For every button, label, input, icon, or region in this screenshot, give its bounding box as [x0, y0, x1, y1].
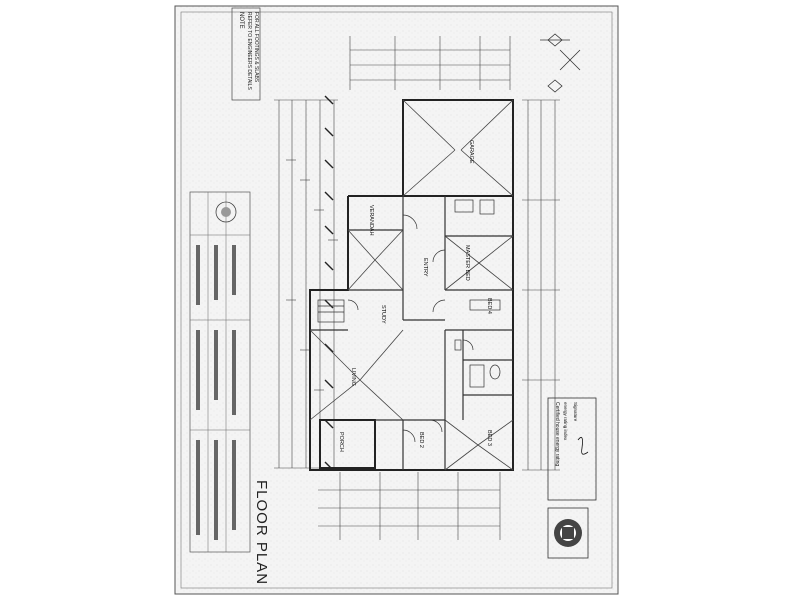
room-bed-4: BED 4 [486, 298, 492, 314]
room-labels: GARAGE MASTER BED VERANDAH ENTRY STUDY L… [338, 140, 492, 452]
note-line-3: FOR ALL FOOTINGS & SLABS [253, 12, 259, 83]
signature-scribble [577, 436, 589, 455]
note-line-2: REFER TO ENGINEERS DETAILS [246, 12, 252, 90]
dimension-lines-right [522, 99, 560, 471]
north-arrow-icon [540, 33, 581, 93]
room-porch: PORCH [338, 432, 344, 452]
dimension-lines-bottom [318, 472, 501, 540]
door-swings [347, 214, 474, 443]
fixtures [317, 199, 501, 388]
room-living: LIVING [350, 368, 356, 386]
room-verandah: VERANDAH [368, 205, 374, 236]
energy-line-3: Signature [573, 402, 578, 422]
room-master-bed: MASTER BED [464, 245, 470, 281]
room-entry: ENTRY [422, 258, 428, 277]
dimension-lines-left [274, 99, 338, 469]
energy-line-1: Certified house energy rating [554, 402, 560, 466]
interior-walls [310, 196, 513, 470]
energy-rating-box: Certified house energy rating energy rat… [547, 397, 597, 559]
roof-hip-lines [309, 99, 514, 471]
drawing-sheet-border [174, 5, 619, 595]
logo-seal-icon [215, 201, 237, 223]
title-block [189, 191, 251, 553]
page-title: FLOOR PLAN [253, 480, 270, 585]
room-study: STUDY [380, 305, 386, 324]
note-line-1: NOTE [238, 12, 244, 29]
room-garage: GARAGE [468, 140, 474, 164]
room-bed-3: BED 3 [486, 430, 492, 446]
dimension-ticks-left [324, 95, 334, 471]
engineer-note: NOTE REFER TO ENGINEERS DETAILS FOR ALL … [231, 7, 261, 101]
room-bed-2: BED 2 [418, 432, 424, 448]
dimension-lines-top [349, 36, 511, 90]
energy-line-2: energy rating index [563, 402, 568, 441]
